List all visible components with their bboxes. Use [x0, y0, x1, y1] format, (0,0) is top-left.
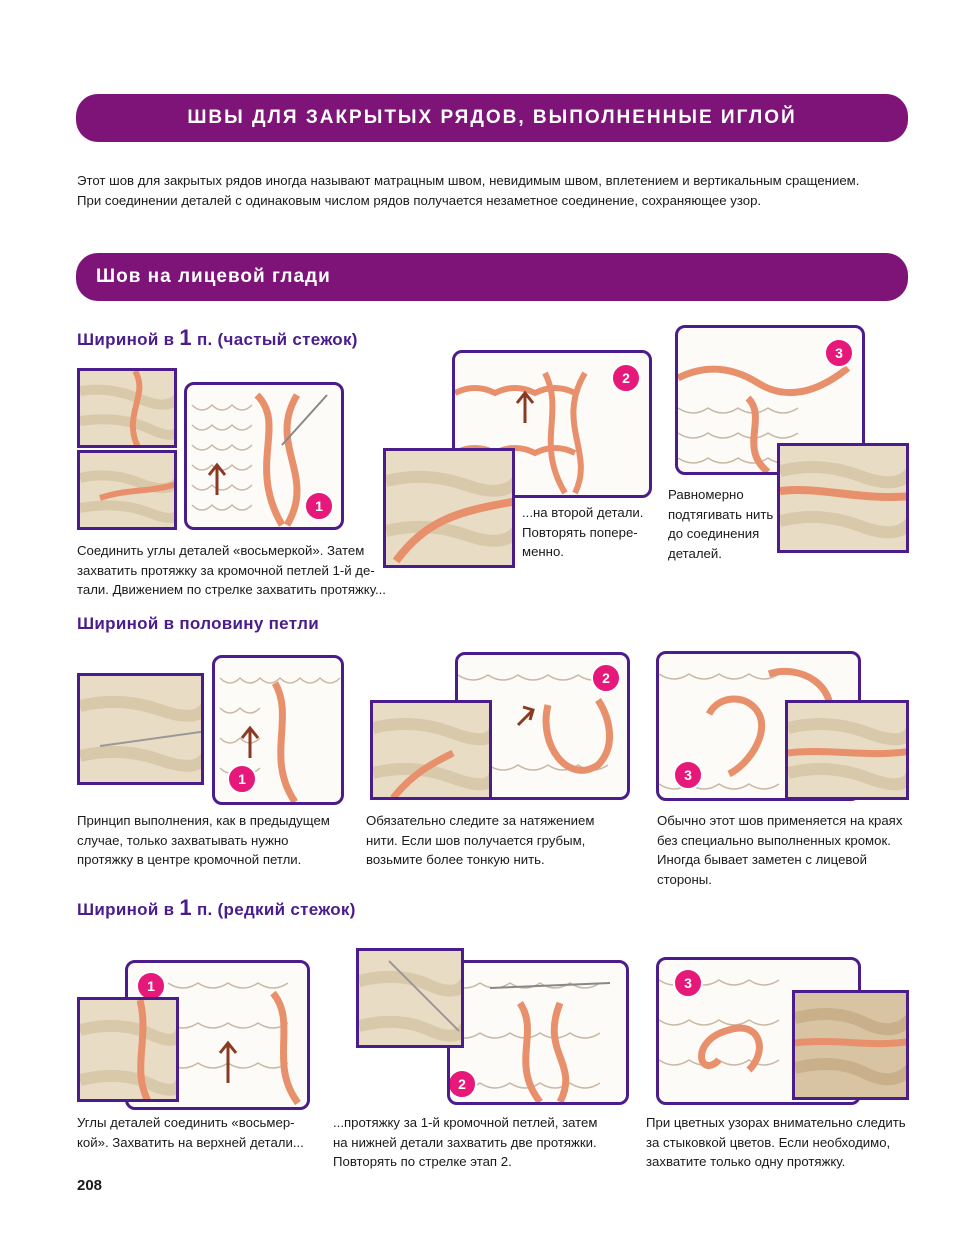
section-heading-1: Шириной в 1 п. (частый стежок)	[77, 325, 358, 351]
photo-3-3	[792, 990, 909, 1100]
caption-line: Иногда бывает заметен с лицевой	[657, 852, 867, 867]
photo-3-1	[77, 997, 179, 1102]
photo-3-2	[356, 948, 464, 1048]
caption-1-1: Соединить углы деталей «восьмеркой». Зат…	[77, 541, 386, 600]
caption-line: Повторять попере-	[522, 524, 638, 540]
step-badge: 3	[824, 338, 854, 368]
caption-line: ...протяжку за 1-й кромочной петлей, зат…	[333, 1115, 598, 1130]
caption-line: Обязательно следите за натяжением	[366, 813, 595, 828]
caption-line: на нижней детали захватить две протяжки.	[333, 1134, 597, 1150]
step-badge: 1	[136, 971, 166, 1001]
heading-text: Шириной в	[77, 900, 180, 919]
photo-1b	[77, 450, 177, 530]
heading-number: 1	[179, 325, 192, 350]
photo-2-2	[370, 700, 492, 800]
caption-3-3: При цветных узорах внимательно следить з…	[646, 1113, 906, 1172]
step-badge: 3	[673, 760, 703, 790]
caption-line: нити. Если шов получается грубым,	[366, 832, 586, 848]
caption-line: без специально выполненных кромок.	[657, 832, 891, 848]
step-badge: 2	[450, 1069, 477, 1099]
caption-line: ...на второй детали.	[522, 505, 644, 520]
caption-line: Повторять по стрелке этап 2.	[333, 1154, 512, 1169]
heading-number: 1	[179, 895, 192, 920]
caption-line: деталей.	[668, 545, 722, 561]
heading-text: Шириной в половину петли	[77, 614, 319, 633]
diagram-1-1: 1	[184, 382, 344, 530]
caption-line: Соединить углы деталей «восьмеркой». Зат…	[77, 543, 365, 558]
intro-line-1: Этот шов для закрытых рядов иногда назыв…	[77, 173, 860, 188]
caption-3-2: ...протяжку за 1-й кромочной петлей, зат…	[333, 1113, 597, 1172]
page-title: ШВЫ ДЛЯ ЗАКРЫТЫХ РЯДОВ, ВЫПОЛНЕННЫЕ ИГЛО…	[187, 107, 797, 128]
step-badge: 1	[304, 491, 334, 521]
step-badge: 3	[673, 968, 703, 998]
page-title-banner: ШВЫ ДЛЯ ЗАКРЫТЫХ РЯДОВ, ВЫПОЛНЕННЫЕ ИГЛО…	[76, 94, 908, 142]
diagram-2-1: 1	[212, 655, 344, 805]
caption-1-2: ...на второй детали. Повторять попере- м…	[522, 503, 643, 562]
caption-2-3: Обычно этот шов применяется на краях без…	[657, 811, 902, 889]
section-heading-2: Шириной в половину петли	[77, 614, 319, 634]
caption-line: тали. Движением по стрелке захватить про…	[77, 582, 386, 597]
intro-line-2: При соединении деталей с одинаковым числ…	[77, 193, 762, 208]
step-badge: 2	[591, 663, 621, 693]
photo-1a	[77, 368, 177, 448]
photo-2-1	[77, 673, 204, 785]
caption-3-1: Углы деталей соединить «восьмер- кой». З…	[77, 1113, 304, 1152]
photo-1-2	[383, 448, 515, 568]
caption-line: захватить протяжку за кромочной петлей 1…	[77, 562, 375, 578]
heading-text: Шириной в	[77, 330, 180, 349]
caption-line: Равномерно	[668, 487, 744, 502]
caption-2-2: Обязательно следите за натяжением нити. …	[366, 811, 594, 870]
heading-text: п. (частый стежок)	[191, 330, 358, 349]
caption-line: кой». Захватить на верхней детали...	[77, 1134, 304, 1150]
caption-line: подтягивать нить	[668, 506, 774, 522]
caption-line: протяжку в центре кромочной петли.	[77, 852, 302, 867]
caption-line: до соединения	[668, 526, 760, 541]
page-number: 208	[77, 1177, 103, 1194]
caption-2-1: Принцип выполнения, как в предыдущем слу…	[77, 811, 330, 870]
step-badge: 2	[611, 363, 641, 393]
caption-1-3: Равномерно подтягивать нить до соединени…	[668, 485, 773, 563]
caption-line: При цветных узорах внимательно следить	[646, 1115, 906, 1130]
caption-line: Обычно этот шов применяется на краях	[657, 813, 903, 828]
intro-text: Этот шов для закрытых рядов иногда назыв…	[77, 171, 897, 211]
diagram-1-3: 3	[675, 325, 865, 475]
caption-line: менно.	[522, 544, 564, 559]
caption-line: возьмите более тонкую нить.	[366, 852, 545, 867]
caption-line: Принцип выполнения, как в предыдущем	[77, 813, 330, 828]
step-badge: 1	[227, 764, 257, 794]
caption-line: Углы деталей соединить «восьмер-	[77, 1115, 295, 1130]
caption-line: захватите только одну протяжку.	[646, 1154, 846, 1169]
caption-line: за стыковкой цветов. Если необходимо,	[646, 1134, 891, 1150]
photo-1-3	[777, 443, 909, 553]
photo-2-3	[785, 700, 909, 800]
subtitle: Шов на лицевой глади	[96, 266, 331, 287]
diagram-3-2: 2	[447, 960, 629, 1105]
caption-line: стороны.	[657, 871, 712, 887]
caption-line: случае, только захватывать нужно	[77, 832, 289, 848]
subtitle-banner: Шов на лицевой глади	[76, 253, 908, 301]
heading-text: п. (редкий стежок)	[191, 900, 356, 919]
section-heading-3: Шириной в 1 п. (редкий стежок)	[77, 895, 356, 921]
